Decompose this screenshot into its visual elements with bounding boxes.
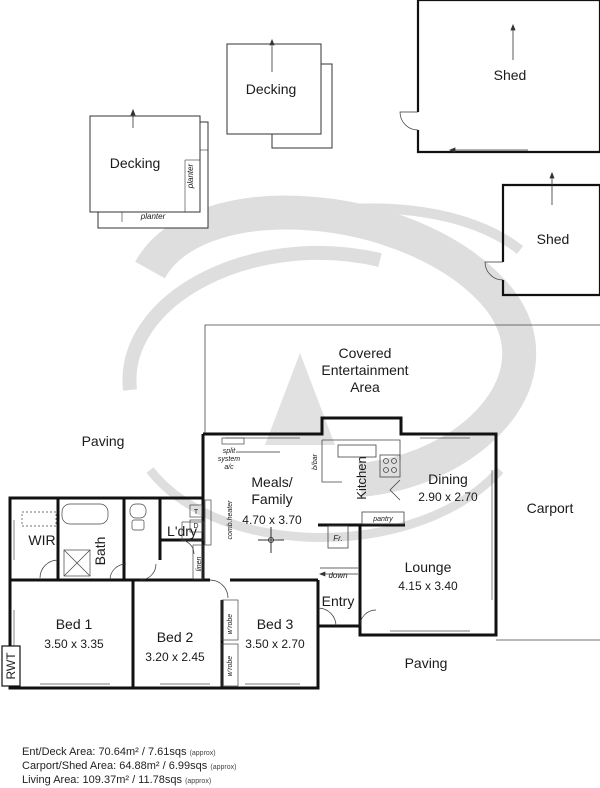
- bed3-dimensions: 3.50 x 2.70: [245, 637, 305, 651]
- covered-area-label-2: Entertainment: [321, 362, 408, 378]
- area-label: Ent/Deck Area:: [22, 746, 99, 758]
- toilet-note: T: [194, 509, 199, 516]
- paving-left-label: Paving: [82, 433, 125, 449]
- pantry-note: pantry: [372, 516, 393, 523]
- area-summary: Ent/Deck Area: 70.64m² / 7.61sqs (approx…: [22, 746, 236, 788]
- area-line-carport-shed: Carport/Shed Area: 64.88m² / 6.99sqs (ap…: [22, 760, 236, 774]
- laundry-fixtures: [181, 504, 205, 541]
- split-system-unit: [221, 437, 245, 445]
- rainwater-tank: [1, 645, 21, 687]
- carport-outline: [204, 324, 600, 641]
- area-value: 109.37m² / 11.78sqs: [82, 774, 183, 786]
- ceiling-fan-icon: [258, 527, 284, 553]
- decking-left: [89, 115, 209, 229]
- meals-family-dimensions: 4.70 x 3.70: [242, 513, 302, 527]
- arrow-decking-middle: [269, 38, 275, 72]
- area-approx: (approx): [189, 750, 216, 757]
- carport-label: Carport: [527, 500, 574, 516]
- step-down-icon: [319, 567, 358, 577]
- comb-heater-note: comb.heater: [227, 500, 234, 540]
- area-value: 70.64m² / 7.61sqs: [98, 746, 187, 758]
- linen-note: linen: [196, 557, 203, 572]
- covered-area-label-3: Area: [350, 379, 380, 395]
- planter-side-label: planter: [186, 163, 195, 189]
- area-label: Living Area:: [22, 774, 83, 786]
- laundry-label: L'dry: [167, 523, 197, 539]
- covered-area-label-1: Covered: [339, 345, 392, 361]
- watermark-triangle: [265, 353, 335, 445]
- shed-bottom: [501, 183, 600, 297]
- decking-middle: [226, 43, 333, 149]
- rwt-label: RWT: [4, 652, 18, 680]
- dryer-note: D: [193, 523, 198, 530]
- paving-bottom-label: Paving: [405, 655, 448, 671]
- bed1-label: Bed 1: [56, 616, 93, 632]
- bath-label: Bath: [92, 537, 108, 566]
- split-system-note-2: system: [218, 456, 240, 463]
- bbar-note: b/bar: [312, 453, 319, 470]
- house-walls: [8, 416, 498, 690]
- area-value: 64.88m² / 6.99sqs: [119, 760, 208, 772]
- area-approx: (approx): [185, 778, 212, 785]
- linen-cupboard: [192, 544, 204, 580]
- area-line-living: Living Area: 109.37m² / 11.78sqs (approx…: [22, 774, 236, 788]
- wrobe-note-2: w'robe: [227, 656, 234, 677]
- entry-label: Entry: [322, 593, 355, 609]
- bed2-dimensions: 3.20 x 2.45: [145, 650, 205, 664]
- wardrobes: [221, 599, 239, 687]
- arrow-shed-bottom: [549, 171, 555, 205]
- doors: [39, 451, 377, 627]
- decking-left-label: Decking: [110, 155, 161, 171]
- combustion-heater: [204, 499, 212, 546]
- wir-label: WIR: [28, 532, 55, 548]
- bed2-label: Bed 2: [157, 629, 194, 645]
- area-approx: (approx): [210, 764, 237, 771]
- meals-family-label-1: Meals/: [251, 474, 292, 490]
- split-system-note-1: split: [223, 448, 237, 455]
- shed-bottom-label: Shed: [537, 231, 570, 247]
- area-line-ent-deck: Ent/Deck Area: 70.64m² / 7.61sqs (approx…: [22, 746, 236, 760]
- split-system-note-3: a/c: [224, 464, 234, 471]
- meals-family-label-2: Family: [251, 491, 292, 507]
- shed-top-door: [399, 111, 419, 131]
- shed-top: [416, 0, 600, 154]
- bed1-dimensions: 3.50 x 3.35: [44, 637, 104, 651]
- kitchen-fixtures: [321, 439, 405, 549]
- area-label: Carport/Shed Area:: [22, 760, 120, 772]
- planter-bottom-label: planter: [140, 212, 166, 221]
- watermark-logo: [122, 195, 537, 542]
- lounge-label: Lounge: [405, 559, 452, 575]
- lounge-dimensions: 4.15 x 3.40: [398, 579, 458, 593]
- dining-label: Dining: [428, 471, 468, 487]
- shed-bottom-door: [484, 261, 504, 281]
- shed-top-label: Shed: [494, 67, 527, 83]
- kitchen-label: Kitchen: [354, 456, 369, 499]
- arrow-decking-left: [130, 108, 136, 128]
- arrow-shed-top: [448, 23, 528, 153]
- decking-middle-label: Decking: [246, 81, 297, 97]
- dining-dimensions: 2.90 x 2.70: [418, 490, 478, 504]
- bed3-label: Bed 3: [257, 616, 294, 632]
- down-note: down: [328, 571, 348, 580]
- bath-fixtures: [21, 503, 147, 577]
- fridge-note: Fr.: [333, 534, 342, 543]
- wrobe-note-1: w'robe: [227, 614, 234, 635]
